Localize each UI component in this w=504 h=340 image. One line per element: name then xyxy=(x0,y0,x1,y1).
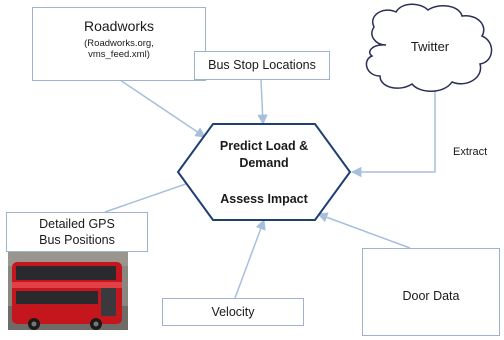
velocity-label: Velocity xyxy=(211,305,255,319)
connector-velocity xyxy=(234,219,266,299)
roadworks-source-line1: (Roadworks.org, xyxy=(84,38,154,49)
bus-stop-locations-label: Bus Stop Locations xyxy=(208,58,316,72)
extract-label: Extract xyxy=(453,146,488,158)
center-line2: Demand xyxy=(239,156,289,170)
connector-twitter xyxy=(350,90,436,178)
velocity-box: Velocity xyxy=(162,298,304,326)
center-hexagon xyxy=(176,123,352,221)
gps-line2: Bus Positions xyxy=(39,233,115,247)
gps-line1: Detailed GPS xyxy=(39,217,115,231)
roadworks-source-line2: vms_feed.xml) xyxy=(88,49,150,60)
door-data-label: Door Data xyxy=(402,289,460,303)
roadworks-title: Roadworks xyxy=(83,18,155,34)
twitter-cloud-shape xyxy=(365,3,493,92)
connector-door-data xyxy=(317,212,411,249)
bus-photo xyxy=(8,252,128,330)
connector-bus-stops xyxy=(257,79,268,126)
connector-roadworks xyxy=(119,79,206,138)
gps-box: Detailed GPS Bus Positions xyxy=(6,212,148,252)
center-line1: Predict Load & xyxy=(219,139,309,153)
bus-stop-locations-box: Bus Stop Locations xyxy=(194,51,330,80)
roadworks-box: Roadworks (Roadworks.org, vms_feed.xml) xyxy=(32,7,206,81)
center-line3: Assess Impact xyxy=(220,192,308,206)
twitter-label: Twitter xyxy=(410,39,450,54)
door-data-box: Door Data xyxy=(362,248,500,336)
